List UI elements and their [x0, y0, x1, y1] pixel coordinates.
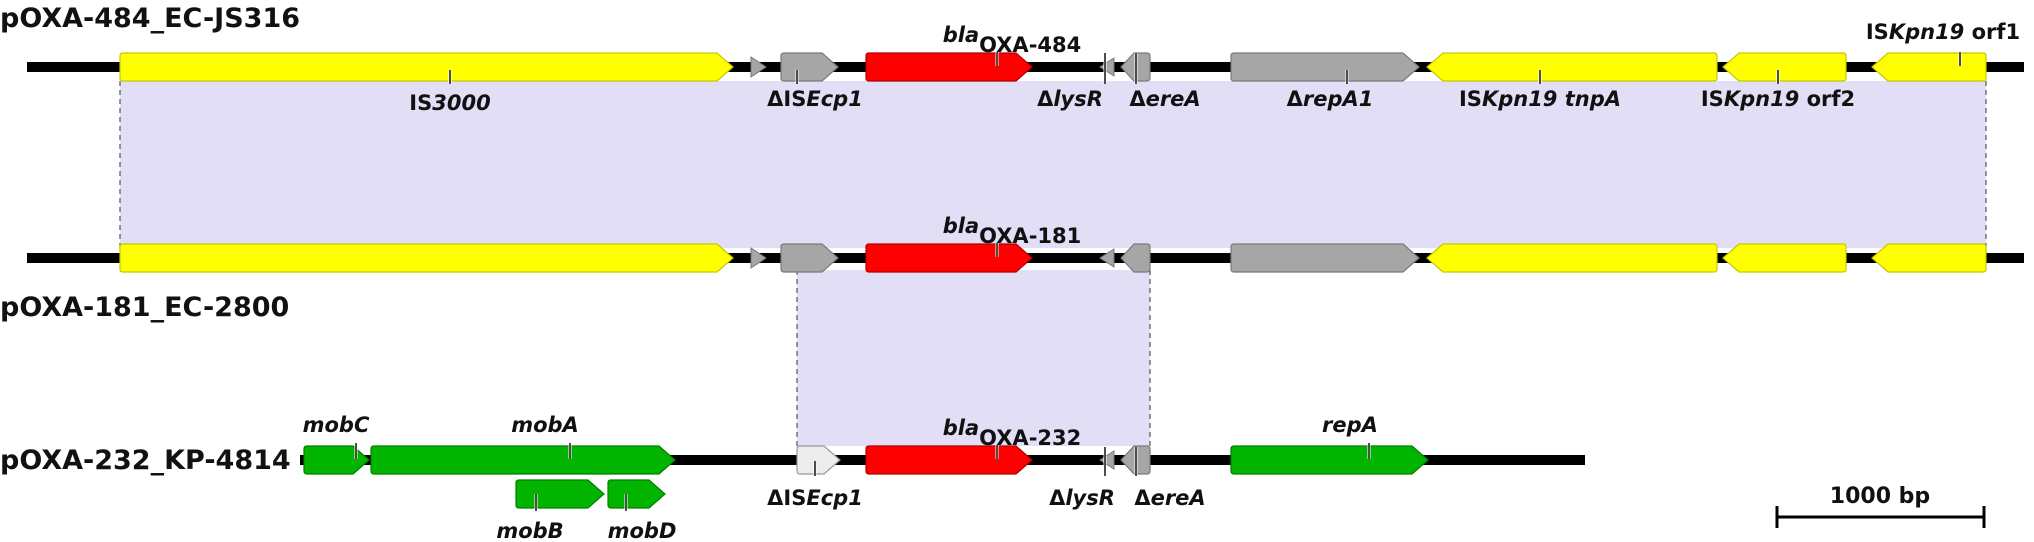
scale-bar-label: 1000 bp — [1830, 484, 1930, 509]
gene-label-part: orf2 — [1799, 87, 1855, 111]
gene-iskpn19-orf1-p484 — [1871, 52, 1987, 82]
gene-bla-p232 — [865, 445, 1033, 475]
gene-label-mobb: mobB — [496, 519, 563, 542]
gene-is3000-p484 — [119, 52, 734, 82]
gene-arrows — [119, 52, 1987, 509]
gene-label-part: ereA — [1146, 87, 1201, 111]
gene-label-part: OXA-232 — [979, 426, 1081, 450]
gene-bla-p484 — [865, 52, 1033, 82]
gene-isecp1-p181 — [780, 243, 839, 273]
gene-label-mobd: mobD — [608, 519, 677, 542]
gene-iskpn19-orf1-p181 — [1871, 243, 1987, 273]
gene-iskpn19-tnpa-p181 — [1426, 243, 1718, 273]
gene-iskpn19-orf2-p181 — [1722, 243, 1847, 273]
gene-label-part: IS — [1701, 87, 1724, 111]
gene-label-part: lysR — [1053, 87, 1103, 111]
gene-isecp1-p232 — [796, 445, 841, 475]
gene-label-part: Δ — [1129, 87, 1146, 111]
gene-label-part: repA1 — [1303, 87, 1374, 111]
gene-label-part: bla — [943, 416, 979, 440]
gene-repa1-p484 — [1230, 52, 1420, 82]
gene-mobd — [607, 479, 666, 509]
gene-lysr-p181 — [1099, 248, 1115, 268]
gene-label-part: IS — [1866, 20, 1889, 44]
gene-label-erea: ΔereA — [1129, 87, 1200, 111]
gene-label-part: ereA — [1151, 486, 1206, 510]
gene-small-p181 — [750, 247, 767, 269]
gene-label-erea: ΔereA — [1134, 486, 1205, 510]
gene-label-iskpn19-orf2: ISKpn19 orf2 — [1701, 87, 1855, 111]
scale-bar: 1000 bp — [1775, 484, 1986, 528]
gene-label-part: mobA — [511, 413, 579, 437]
gene-label-mobc: mobC — [303, 413, 370, 437]
gene-label-lysr: ΔlysR — [1049, 486, 1115, 510]
gene-label-repa1: ΔrepA1 — [1287, 87, 1374, 111]
gene-label-part: Ecp1 — [806, 87, 862, 111]
gene-mobc — [303, 445, 370, 475]
gene-small-p484 — [750, 56, 767, 78]
gene-label-part: Ecp1 — [806, 486, 862, 510]
gene-label-part: Δ — [1037, 87, 1054, 111]
gene-lysr-p232 — [1099, 450, 1115, 470]
gene-label-part: Kpn19 — [1724, 87, 1799, 111]
gene-lysr-p484 — [1099, 57, 1115, 77]
gene-label-part: Δ — [1049, 486, 1066, 510]
gene-label-part: bla — [943, 214, 979, 238]
gene-label-part: Kpn19 — [1889, 20, 1964, 44]
gene-iskpn19-orf2-p484 — [1722, 52, 1847, 82]
gene-label-blaoxa-484: blaOXA-484 — [943, 23, 1082, 57]
gene-bla-p181 — [865, 243, 1033, 273]
gene-label-part: lysR — [1065, 486, 1115, 510]
gene-repa — [1230, 445, 1429, 475]
gene-label-blaoxa-181: blaOXA-181 — [943, 214, 1082, 248]
gene-label-part: mobD — [608, 519, 677, 542]
gene-iskpn19-tnpa-p484 — [1426, 52, 1718, 82]
gene-label-iskpn19-tnpa: ISKpn19 tnpA — [1459, 87, 1621, 111]
label-ticks — [354, 52, 1962, 511]
plasmid-name-pOXA-232: pOXA-232_KP-4814 — [0, 445, 291, 476]
gene-is3000-p181 — [119, 243, 734, 273]
gene-label-part: 3000 — [432, 91, 490, 115]
gene-erea-p181 — [1120, 243, 1151, 273]
homology-region — [120, 81, 1986, 248]
gene-label-part: mobC — [303, 413, 370, 437]
gene-label-isecp1: ΔISEcp1 — [767, 486, 863, 510]
gene-label-isecp1: ΔISEcp1 — [767, 87, 863, 111]
gene-label-lysr: ΔlysR — [1037, 87, 1103, 111]
gene-label-is3000: IS3000 — [409, 91, 490, 115]
gene-repa1-p181 — [1230, 243, 1420, 273]
gene-label-part: IS — [1459, 87, 1482, 111]
plasmid-name-pOXA-181: pOXA-181_EC-2800 — [0, 292, 289, 323]
gene-label-moba: mobA — [511, 413, 579, 437]
gene-label-part: OXA-181 — [979, 224, 1081, 248]
gene-label-repa: repA — [1322, 413, 1378, 437]
gene-label-part: ΔIS — [767, 486, 806, 510]
gene-label-part: ΔIS — [767, 87, 806, 111]
homology-regions — [119, 81, 1987, 446]
gene-label-part: mobB — [496, 519, 563, 542]
gene-label-part: OXA-484 — [979, 33, 1081, 57]
gene-moba — [370, 445, 676, 475]
gene-label-part: orf1 — [1964, 20, 2020, 44]
gene-label-part: repA — [1322, 413, 1378, 437]
gene-label-part: Δ — [1287, 87, 1304, 111]
gene-label-part: Δ — [1134, 486, 1151, 510]
gene-label-iskpn19-orf1: ISKpn19 orf1 — [1866, 20, 2020, 44]
plasmid-name-pOXA-484: pOXA-484_EC-JS316 — [0, 3, 300, 34]
homology-region — [797, 270, 1150, 446]
gene-label-part: bla — [943, 23, 979, 47]
gene-label-part: IS — [409, 91, 432, 115]
gene-label-part: Kpn19 tnpA — [1482, 87, 1621, 111]
gene-isecp1-p484 — [780, 52, 839, 82]
gene-mobb — [515, 479, 605, 509]
gene-label-blaoxa-232: blaOXA-232 — [943, 416, 1082, 450]
